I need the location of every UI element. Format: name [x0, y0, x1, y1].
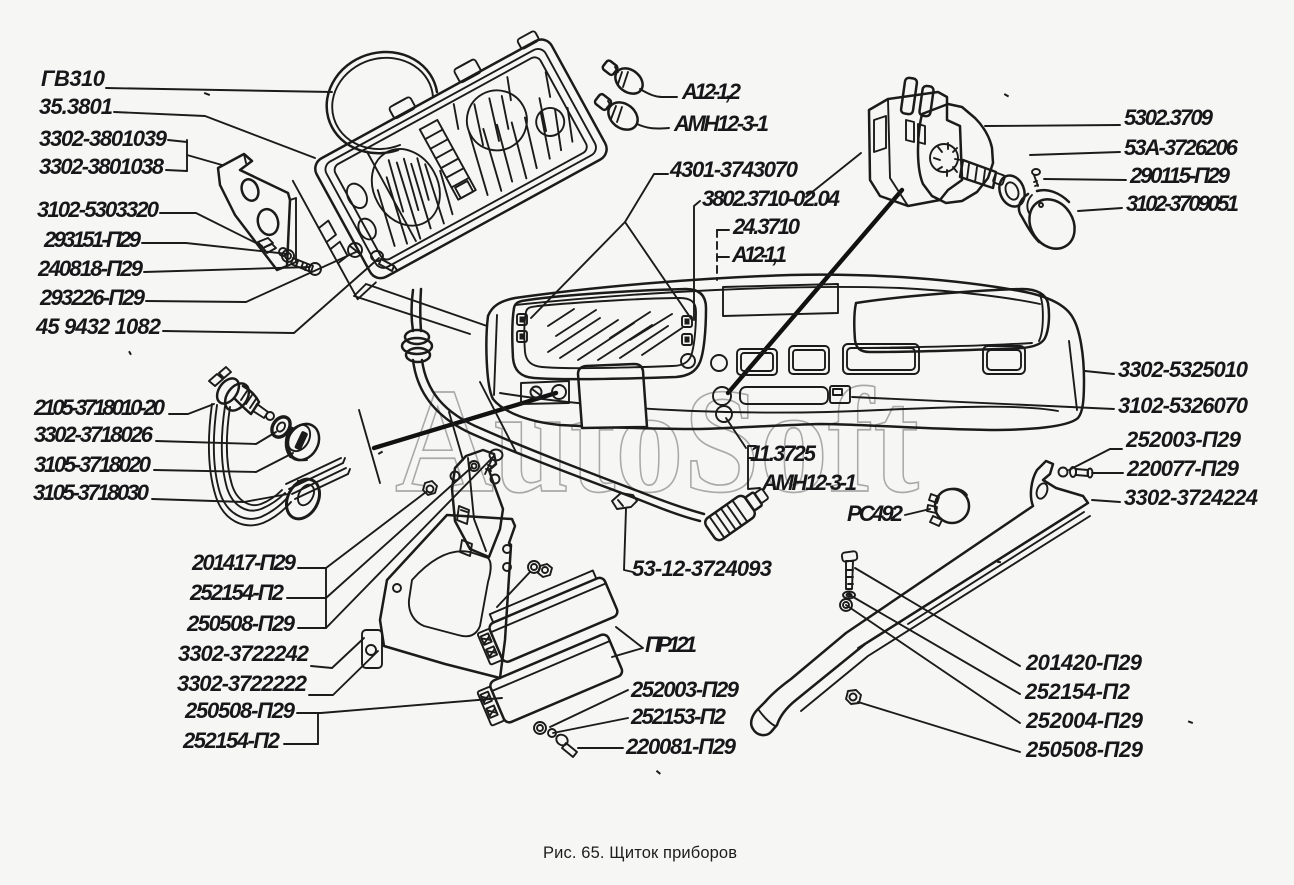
svg-text:3302-3722222: 3302-3722222	[177, 671, 308, 696]
svg-text:293226-П29: 293226-П29	[39, 285, 146, 310]
svg-text:252003-П29: 252003-П29	[630, 677, 740, 702]
svg-text:3302-3724224: 3302-3724224	[1124, 485, 1258, 510]
svg-text:290115-П29: 290115-П29	[1129, 163, 1231, 188]
svg-text:3802.3710-02.04: 3802.3710-02.04	[702, 186, 840, 211]
svg-text:3302-3718026: 3302-3718026	[34, 422, 154, 447]
svg-text:24.3710: 24.3710	[732, 214, 801, 239]
svg-text:45 9432 1082: 45 9432 1082	[35, 314, 162, 339]
svg-text:252003-П29: 252003-П29	[1125, 427, 1242, 452]
svg-text:3302-5325010: 3302-5325010	[1118, 357, 1249, 382]
svg-text:11.3725: 11.3725	[750, 441, 817, 466]
svg-text:53-12-3724093: 53-12-3724093	[632, 556, 772, 581]
svg-text:35.3801: 35.3801	[39, 94, 113, 119]
svg-text:250508-П29: 250508-П29	[184, 698, 296, 723]
svg-text:240818-П29: 240818-П29	[37, 256, 144, 281]
svg-text:ПР121: ПР121	[645, 632, 697, 657]
svg-text:3105-3718030: 3105-3718030	[33, 480, 150, 505]
svg-text:Рис. 65. Щиток приборов: Рис. 65. Щиток приборов	[543, 844, 737, 862]
svg-text:РС492: РС492	[847, 501, 904, 526]
svg-text:АМН12-3-1: АМН12-3-1	[761, 470, 857, 495]
svg-text:АМН12-3-1: АМН12-3-1	[673, 111, 769, 136]
svg-text:250508-П29: 250508-П29	[1025, 737, 1144, 762]
svg-text:53А-3726206: 53А-3726206	[1124, 135, 1239, 160]
svg-text:4301-3743070: 4301-3743070	[669, 157, 799, 182]
svg-text:2105-3718010-20: 2105-3718010-20	[33, 395, 166, 420]
svg-text:201420-П29: 201420-П29	[1025, 650, 1143, 675]
svg-text:293151-П29: 293151-П29	[43, 227, 142, 252]
svg-text:201417-П29: 201417-П29	[191, 550, 297, 575]
svg-text:3302-3801038: 3302-3801038	[39, 154, 165, 179]
svg-text:3102-5326070: 3102-5326070	[1118, 393, 1249, 418]
svg-text:252153-П2: 252153-П2	[630, 704, 727, 729]
svg-text:250508-П29: 250508-П29	[186, 611, 296, 636]
svg-text:252154-П2: 252154-П2	[182, 728, 281, 753]
svg-text:252154-П2: 252154-П2	[1024, 679, 1131, 704]
svg-text:220077-П29: 220077-П29	[1126, 456, 1240, 481]
svg-text:ГВ310: ГВ310	[41, 66, 106, 91]
svg-text:252154-П2: 252154-П2	[189, 580, 285, 605]
svg-text:А12-1,2: А12-1,2	[681, 79, 742, 104]
svg-text:3102-3709051: 3102-3709051	[1126, 191, 1239, 216]
svg-text:3302-3722242: 3302-3722242	[178, 641, 310, 666]
svg-text:А12-1,1: А12-1,1	[731, 242, 787, 267]
svg-text:3302-3801039: 3302-3801039	[39, 126, 168, 151]
svg-text:3102-5303320: 3102-5303320	[37, 197, 160, 222]
svg-text:252004-П29: 252004-П29	[1025, 708, 1144, 733]
svg-text:5302.3709: 5302.3709	[1124, 105, 1214, 130]
svg-text:3105-3718020: 3105-3718020	[34, 452, 152, 477]
svg-text:220081-П29: 220081-П29	[625, 734, 737, 759]
